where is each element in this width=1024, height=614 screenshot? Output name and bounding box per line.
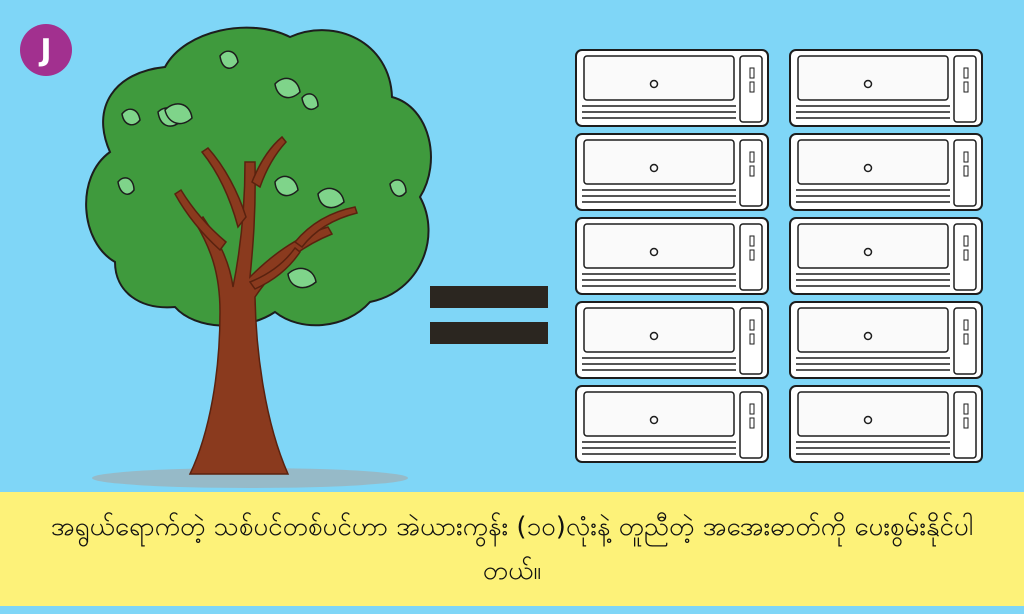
caption-text: အရွယ်ရောက်တဲ့ သစ်ပင်တစ်ပင်ဟာ အဲယားကွန်း …: [50, 512, 974, 586]
air-conditioner-icon: [788, 300, 984, 380]
air-conditioner-icon: [788, 48, 984, 128]
logo-letter: J: [40, 32, 52, 68]
air-conditioner-icon: [574, 48, 770, 128]
air-conditioner-icon: [574, 216, 770, 296]
air-conditioner-icon: [574, 384, 770, 464]
bottom-strip: [0, 606, 1024, 614]
equals-sign-bottom-bar: [430, 322, 548, 344]
air-conditioner-icon: [574, 300, 770, 380]
air-conditioner-icon: [788, 216, 984, 296]
air-conditioner-icon: [574, 132, 770, 212]
tree-icon: [85, 26, 432, 488]
air-conditioner-grid: [574, 48, 986, 468]
air-conditioner-icon: [788, 132, 984, 212]
logo-badge: J: [20, 24, 72, 76]
caption-banner: အရွယ်ရောက်တဲ့ သစ်ပင်တစ်ပင်ဟာ အဲယားကွန်း …: [0, 492, 1024, 606]
equals-sign-top-bar: [430, 286, 548, 308]
air-conditioner-icon: [788, 384, 984, 464]
